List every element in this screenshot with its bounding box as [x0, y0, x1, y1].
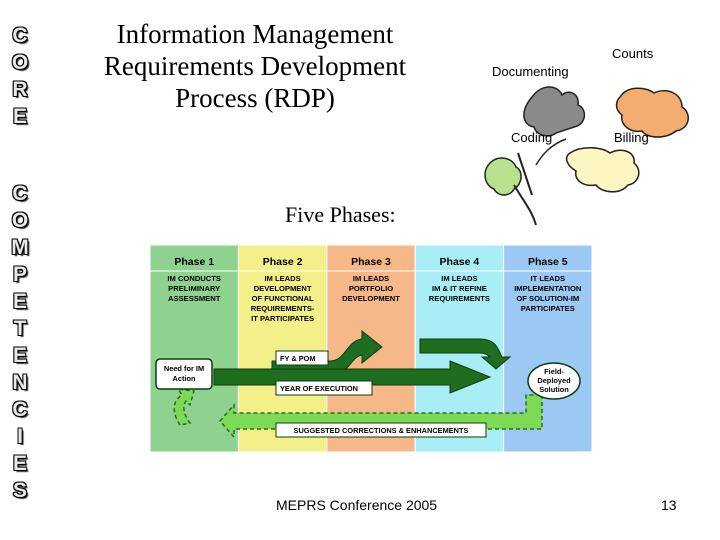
deployed-box	[527, 362, 581, 400]
competencies-letter: E	[12, 290, 27, 313]
phase-label: Phase 3	[351, 256, 391, 268]
competencies-letter: C	[12, 398, 28, 421]
slide-title: Information Management Requirements Deve…	[70, 18, 440, 114]
counts-label: Counts	[612, 46, 654, 61]
competencies-letter: O	[11, 209, 29, 232]
core-letter: C	[12, 24, 28, 47]
phase-label: Phase 5	[528, 256, 568, 268]
corrections-box	[275, 422, 487, 438]
need-box	[155, 358, 213, 390]
phase-description-line: IM LEADS	[441, 274, 477, 283]
phase-label: Phase 2	[263, 256, 303, 268]
phase-description-line: IMPLEMENTATION	[514, 284, 581, 293]
phase-description-line: PRELIMINARY	[168, 284, 220, 293]
deployed-line: Solution	[539, 385, 569, 394]
phase-description-line: IM CONDUCTS	[167, 274, 221, 283]
phase-description-line: PARTICIPATES	[521, 304, 575, 313]
phase-description-line: OF SOLUTION-IM	[516, 294, 579, 303]
phase-description-line: IT PARTICIPATES	[251, 314, 314, 323]
competencies-letter: E	[12, 344, 27, 367]
title-line: Process (RDP)	[175, 83, 335, 113]
competencies-letter: I	[17, 425, 23, 448]
five-phases-heading: Five Phases:	[285, 202, 396, 227]
phase4-arrow	[419, 338, 512, 370]
phase-description-line: ASSESSMENT	[168, 294, 221, 303]
coding-label: Coding	[511, 130, 553, 145]
competencies-letter: E	[12, 452, 27, 475]
deployed-line: Field-	[544, 367, 564, 376]
core-letter: E	[12, 105, 27, 128]
need-line: Action	[173, 374, 196, 383]
phase-description-line: IT LEADS	[530, 274, 565, 283]
billing-label: Billing	[614, 130, 649, 145]
phase-description-line: DEVELOPMENT	[342, 294, 400, 303]
competencies-letter: S	[12, 479, 27, 502]
phase-description-line: IM LEADS	[264, 274, 300, 283]
phase-description-line: REQUIREMENTS-	[251, 304, 315, 313]
year-exec-box	[275, 380, 373, 396]
phase-label: Phase 1	[174, 256, 214, 268]
counts-piece	[615, 87, 689, 138]
phase-label: Phase 4	[440, 256, 480, 268]
core-letter: O	[11, 51, 29, 74]
footer-text: MEPRS Conference 2005	[276, 497, 438, 513]
deployed-line: Deployed	[537, 376, 571, 385]
puzzle-clipart	[484, 86, 689, 226]
phase-description-line: REQUIREMENTS	[429, 294, 490, 303]
title-line: Information Management	[116, 19, 394, 49]
billing-piece	[565, 147, 640, 193]
fy-pom-box	[275, 350, 329, 366]
page-number: 13	[661, 497, 677, 513]
title-line: Requirements Development	[103, 51, 407, 81]
competencies-letter: P	[12, 263, 27, 286]
clipart-group: Documenting Counts Coding Billing	[470, 35, 710, 235]
fy-pom-label: FY & POM	[280, 354, 316, 363]
coding-piece	[484, 157, 522, 196]
competencies-letter: C	[12, 182, 28, 205]
competencies-letter: T	[13, 317, 27, 340]
year-exec-label: YEAR OF EXECUTION	[280, 384, 358, 393]
competencies-letter: N	[12, 371, 28, 394]
phase-description-line: IM & IT REFINE	[432, 284, 487, 293]
core-letter: R	[12, 78, 28, 101]
phase-description-line: PORTFOLIO	[349, 284, 393, 293]
phase-description-line: DEVELOPMENT	[254, 284, 312, 293]
return-arrow	[173, 388, 195, 426]
corrections-label: SUGGESTED CORRECTIONS & ENHANCEMENTS	[294, 426, 469, 435]
documenting-label: Documenting	[492, 64, 569, 79]
phase-description-line: OF FUNCTIONAL	[252, 294, 314, 303]
phase-description-line: IM LEADS	[353, 274, 389, 283]
competencies-letter: M	[11, 236, 29, 259]
documenting-piece	[523, 86, 586, 137]
need-line: Need for IM	[164, 364, 204, 373]
